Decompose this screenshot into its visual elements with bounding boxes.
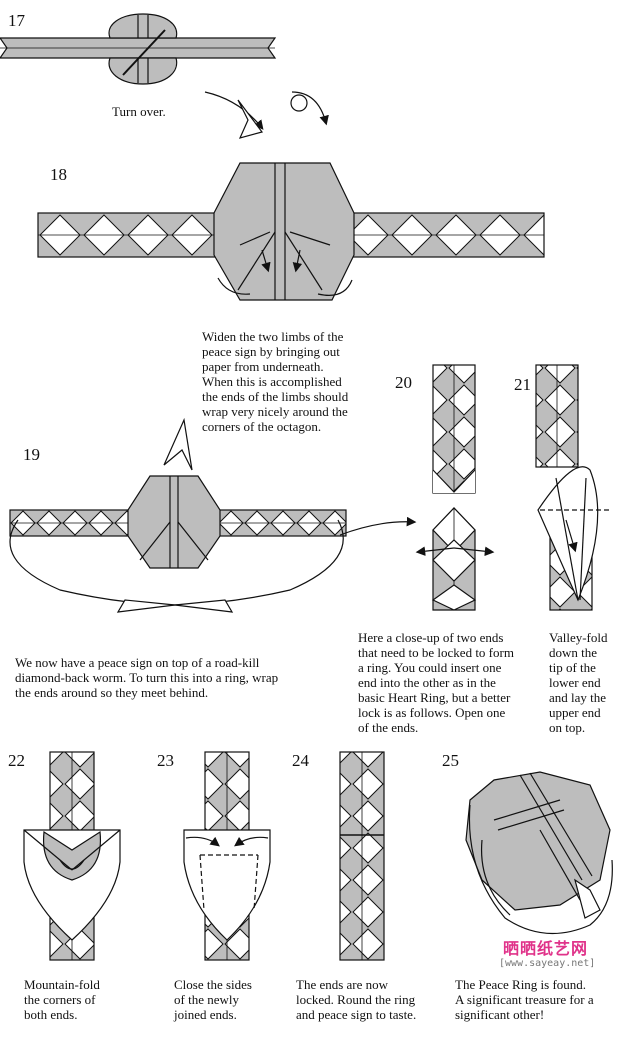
step-19-caption-top: Widen the two limbs of the peace sign by… <box>202 329 349 434</box>
step-21-caption: Valley-fold down the tip of the lower en… <box>549 630 608 735</box>
step-25-caption: The Peace Ring is found. A significant t… <box>455 977 594 1022</box>
step-19-number: 19 <box>23 445 40 464</box>
step-18-number: 18 <box>50 165 67 184</box>
step-20-caption: Here a close-up of two ends that need to… <box>358 630 514 735</box>
step-21-number: 21 <box>514 375 531 394</box>
step-22-number: 22 <box>8 751 25 770</box>
step-22-caption: Mountain-fold the corners of both ends. <box>24 977 100 1022</box>
step-24-caption: The ends are now locked. Round the ring … <box>296 977 417 1022</box>
watermark-url: [www.sayeay.net] <box>499 958 596 969</box>
step-25-number: 25 <box>442 751 459 770</box>
step23-drawing <box>183 751 271 961</box>
step24-drawing <box>339 751 385 961</box>
step20-drawing <box>339 364 495 611</box>
step-17-number: 17 <box>8 11 25 30</box>
step22-drawing <box>23 751 121 961</box>
step-23-number: 23 <box>157 751 174 770</box>
step-17-caption: Turn over. <box>112 104 166 119</box>
step18-drawing <box>37 162 545 301</box>
watermark-logo: 晒晒纸艺网 <box>503 939 589 958</box>
step-24-number: 24 <box>292 751 309 770</box>
step-20-number: 20 <box>395 373 412 392</box>
step21-drawing <box>535 364 612 611</box>
step25-drawing <box>465 771 613 935</box>
step17-drawing <box>0 13 329 139</box>
step-19-caption-bottom: We now have a peace sign on top of a roa… <box>15 655 279 700</box>
step19-drawing <box>9 417 347 613</box>
step-23-caption: Close the sides of the newly joined ends… <box>174 977 252 1022</box>
